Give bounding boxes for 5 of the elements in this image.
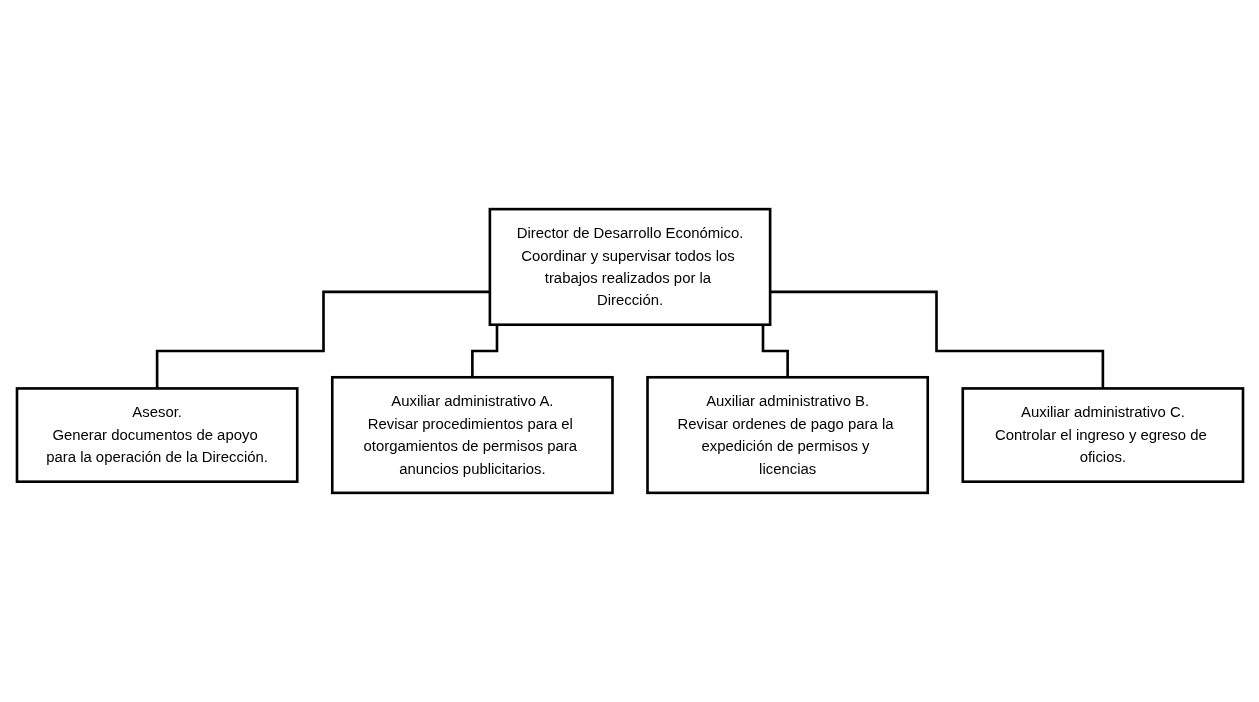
node-box: Auxiliar administrativo B. Revisar ordenes de pago para la expedición de permisos y licencias	[645, 375, 929, 495]
node-box: Auxiliar administrativo A. Revisar procedimientos para el otorgamientos de permisos para anuncios publicitarios.	[330, 375, 614, 495]
node-box: Auxiliar administrativo C. Controlar el ingreso y egreso de oficios.	[960, 387, 1244, 483]
node-box: Asesor. Generar documentos de apoyo para la operación de la Dirección.	[15, 387, 299, 483]
node-box: Director de Desarrollo Económico. Coordinar y supervisar todos los trabajos realizados por la Dirección.	[488, 207, 771, 327]
